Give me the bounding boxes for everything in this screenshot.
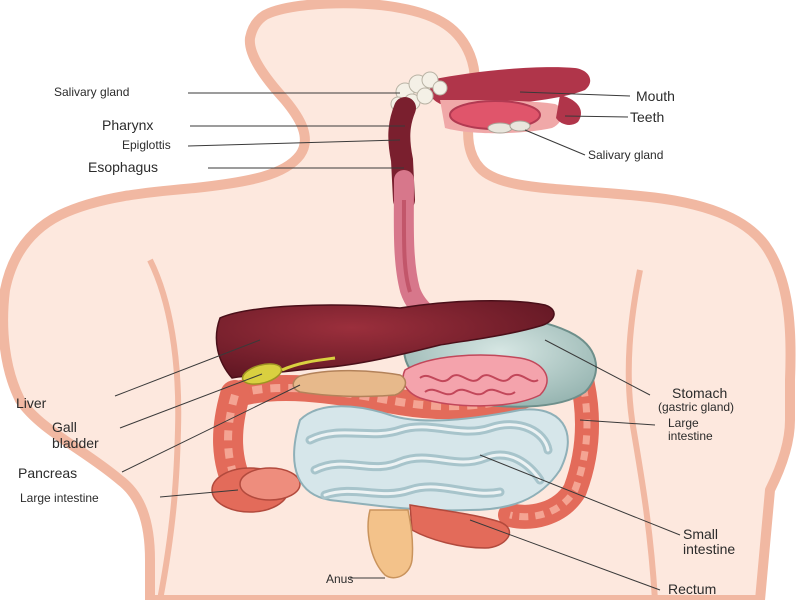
label-gastric-gland: (gastric gland) bbox=[658, 400, 735, 414]
leader-lines bbox=[114, 91, 681, 591]
palate bbox=[430, 67, 591, 109]
rectum-organ bbox=[367, 504, 511, 579]
label-anus: Anus bbox=[326, 572, 354, 586]
label-gall-bladder-line1: Gall bbox=[52, 419, 77, 435]
small-intestine-organ bbox=[293, 405, 569, 512]
label-gall-bladder-line2: bladder bbox=[52, 435, 99, 451]
label-liver: Liver bbox=[16, 395, 47, 411]
label-salivary-gland-left: Salivary gland bbox=[54, 85, 130, 99]
label-epiglottis: Epiglottis bbox=[122, 138, 171, 152]
label-esophagus: Esophagus bbox=[88, 159, 159, 175]
left-arm-line bbox=[147, 258, 182, 600]
label-stomach: Stomach bbox=[672, 385, 728, 401]
label-large-intestine-left: Large intestine bbox=[20, 491, 99, 505]
label-pancreas: Pancreas bbox=[18, 465, 78, 481]
label-teeth: Teeth bbox=[630, 109, 665, 125]
label-small-intestine-line2: intestine bbox=[683, 541, 736, 557]
anal-canal bbox=[367, 509, 414, 579]
label-salivary-gland-right: Salivary gland bbox=[588, 148, 664, 162]
lips bbox=[556, 95, 581, 125]
pancreas-organ bbox=[292, 369, 407, 398]
label-large-intestine-right-line1: Large bbox=[668, 416, 699, 430]
label-small-intestine-line1: Small bbox=[683, 526, 719, 542]
right-arm-line bbox=[625, 269, 658, 600]
label-mouth: Mouth bbox=[636, 88, 675, 104]
label-large-intestine-right-line2: intestine bbox=[668, 429, 713, 443]
sublingual-gland bbox=[487, 120, 531, 134]
label-pharynx: Pharynx bbox=[102, 117, 154, 133]
label-rectum: Rectum bbox=[668, 581, 717, 597]
